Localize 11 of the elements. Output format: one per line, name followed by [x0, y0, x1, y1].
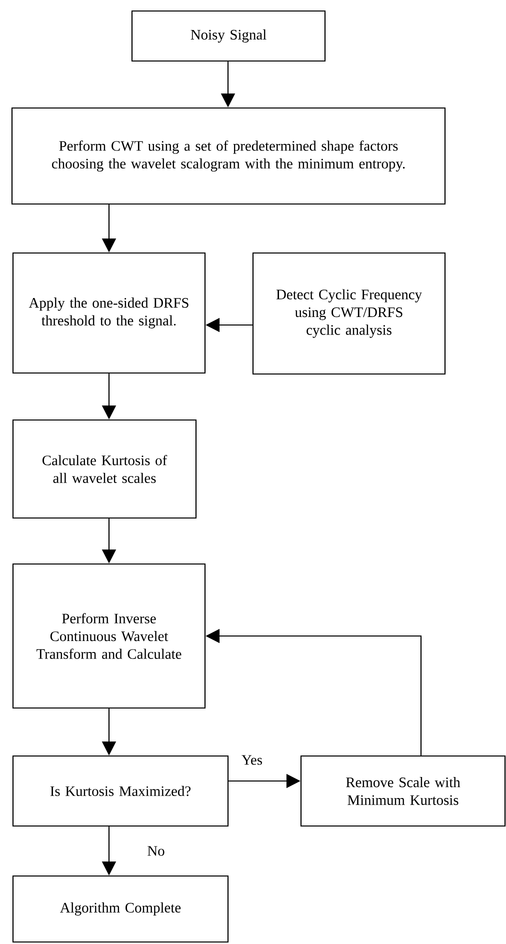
- process-box: Remove Scale with Minimum Kurtosis: [300, 755, 506, 827]
- edge-label: Yes: [240, 754, 264, 766]
- process-box: Perform CWT using a set of predetermined shape factors choosing the wavelet scalogram with the minimum entropy.: [11, 107, 446, 205]
- edge-label: No: [146, 845, 166, 857]
- process-box: Apply the one-sided DRFS threshold to the signal.: [12, 252, 206, 374]
- process-box: Detect Cyclic Frequency using CWT/DRFS cyclic analysis: [252, 252, 446, 375]
- process-box: Algorithm Complete: [12, 875, 229, 943]
- process-box: Is Kurtosis Maximized?: [12, 755, 229, 827]
- process-box: Noisy Signal: [131, 10, 326, 62]
- process-box: Perform Inverse Continuous Wavelet Transform and Calculate: [12, 563, 206, 709]
- process-box: Calculate Kurtosis of all wavelet scales: [12, 419, 197, 519]
